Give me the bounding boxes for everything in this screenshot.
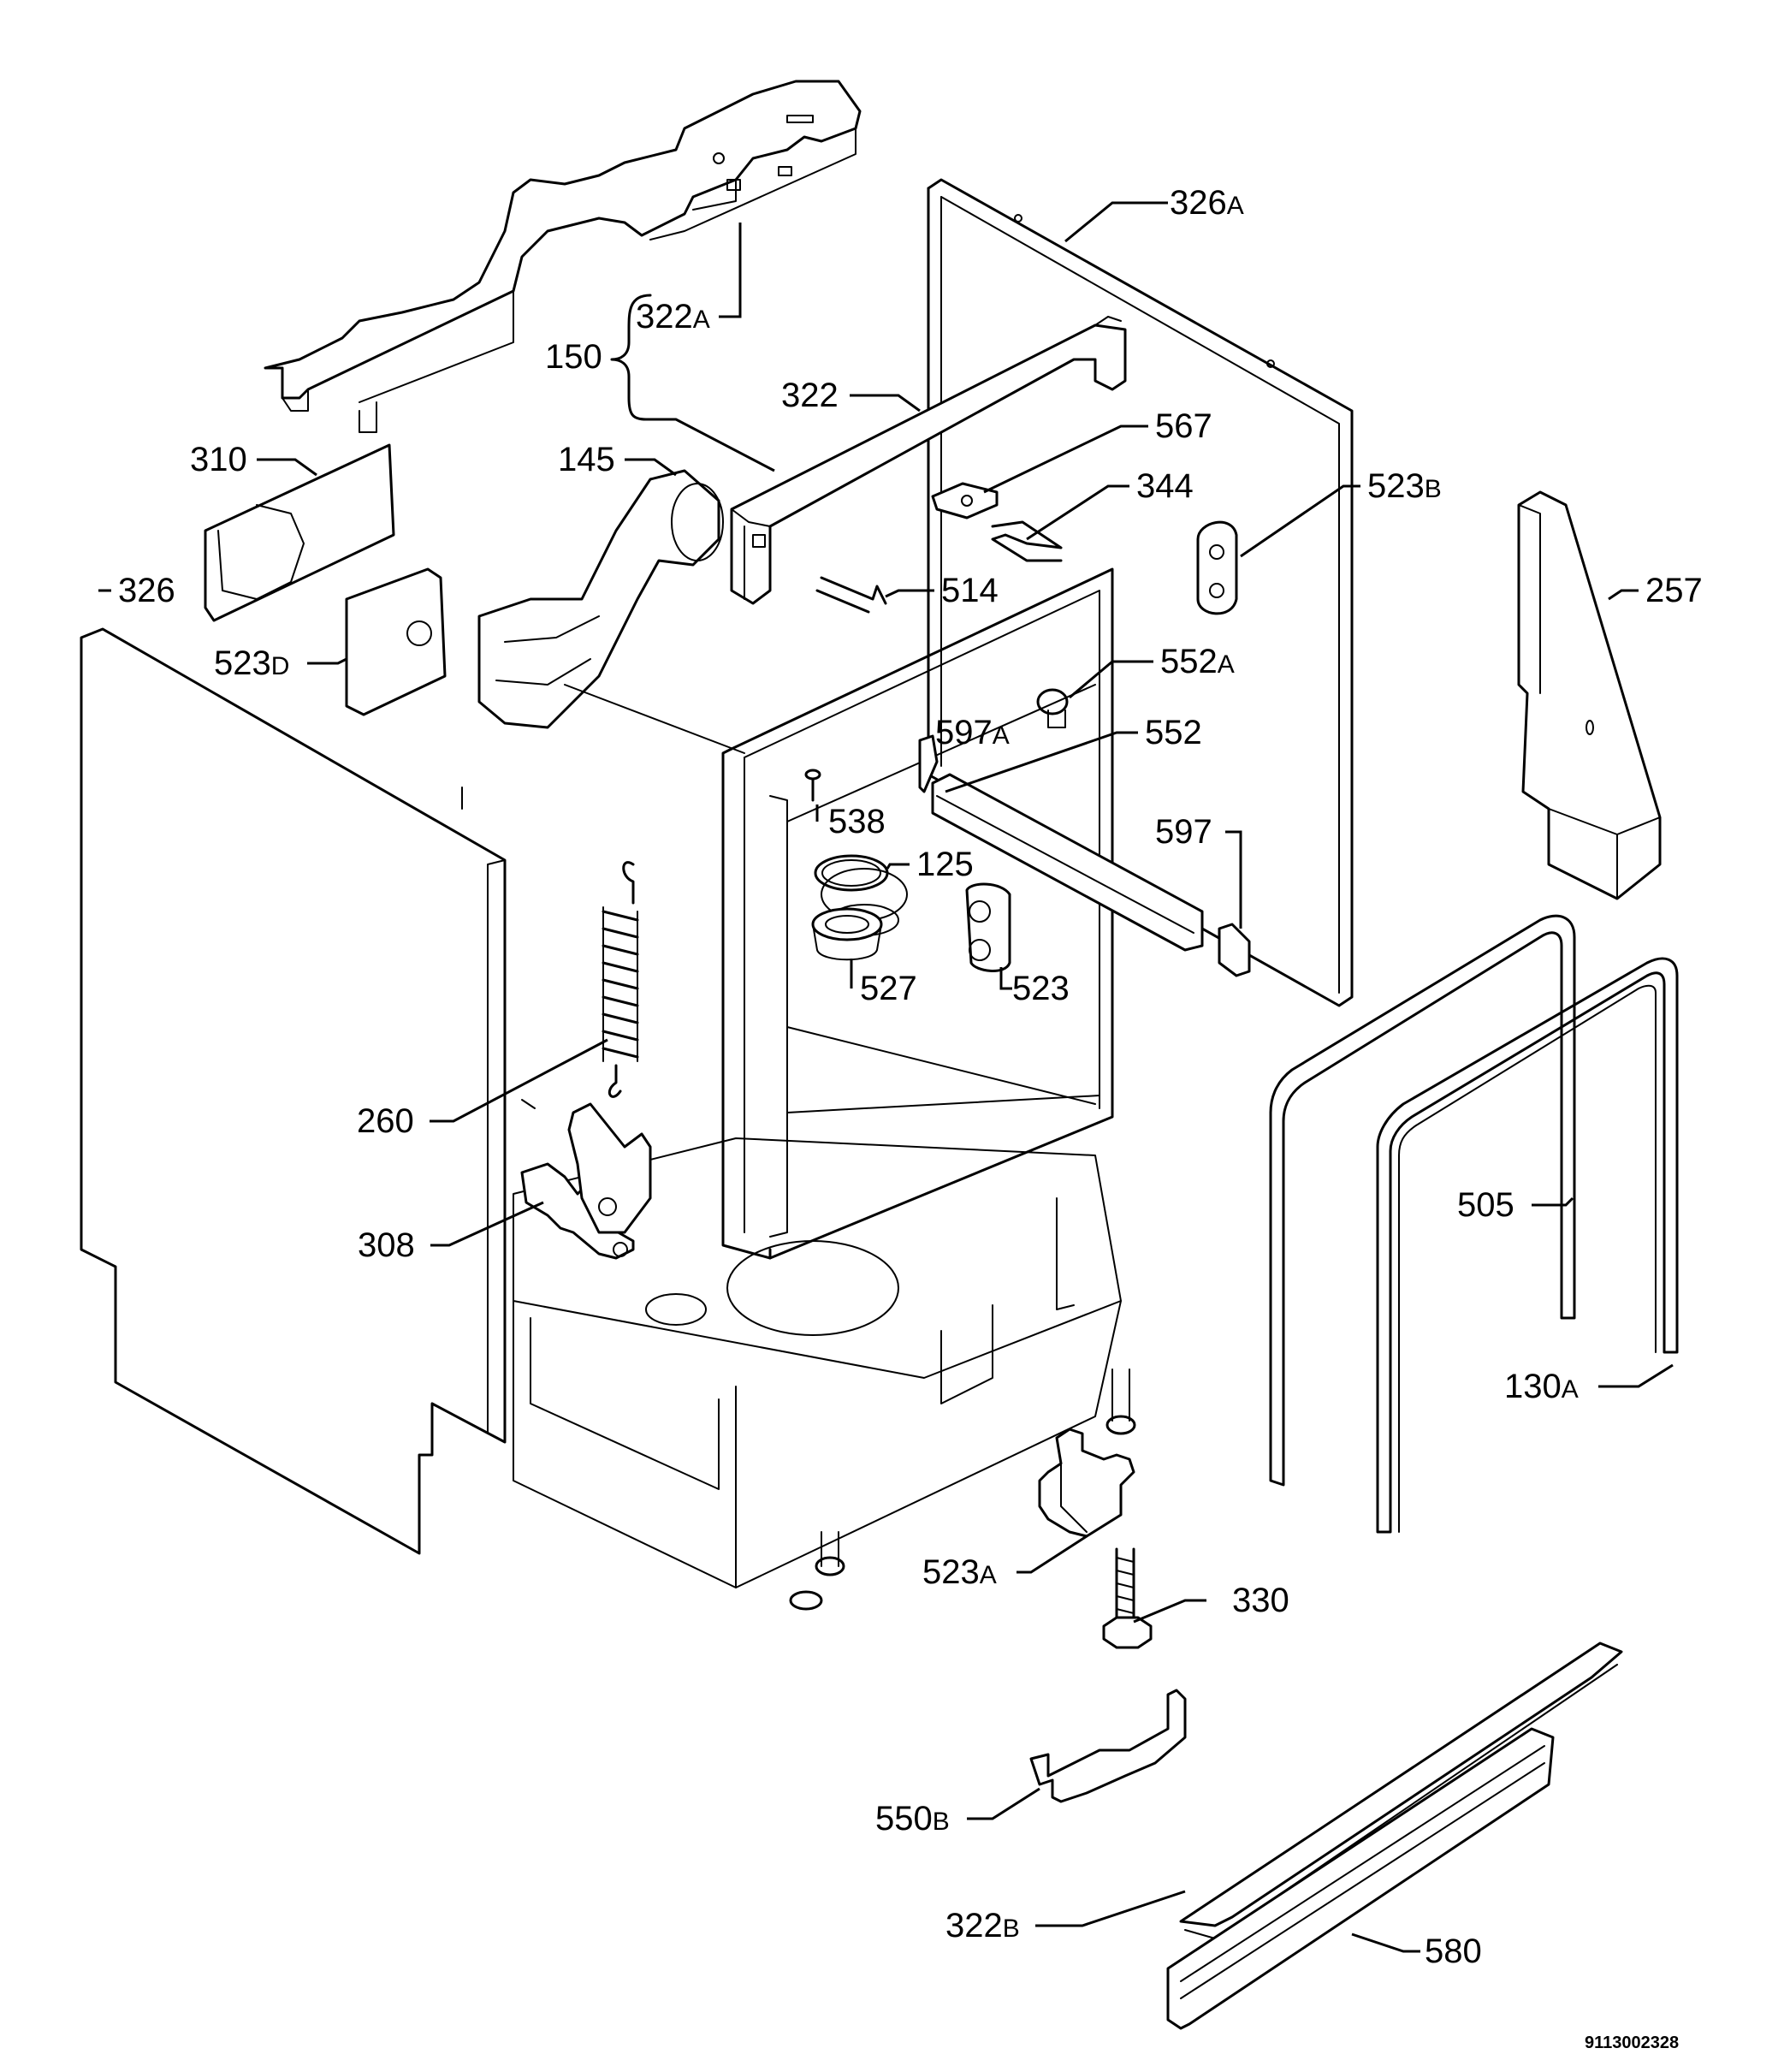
label-523B: 523B bbox=[1367, 467, 1442, 505]
label-552: 552 bbox=[1145, 714, 1202, 751]
label-322B: 322B bbox=[945, 1907, 1020, 1944]
part-505-seal bbox=[1269, 914, 1576, 1487]
label-552A: 552A bbox=[1160, 643, 1235, 680]
part-523A-bracket bbox=[1038, 1428, 1135, 1538]
part-326A-side-panel bbox=[927, 178, 1354, 1007]
label-326A: 326A bbox=[1170, 184, 1244, 222]
part-550B-bracket bbox=[1029, 1689, 1187, 1803]
part-527-nut bbox=[811, 907, 883, 961]
label-130A: 130A bbox=[1504, 1368, 1579, 1405]
label-326: 326 bbox=[118, 572, 175, 609]
label-310: 310 bbox=[190, 441, 247, 478]
part-523B-grommet bbox=[1196, 520, 1238, 615]
part-125-ring bbox=[814, 854, 889, 892]
label-322: 322 bbox=[781, 377, 839, 414]
brace-150 bbox=[610, 294, 652, 421]
part-257-side-bracket bbox=[1517, 490, 1662, 900]
part-145-hose bbox=[477, 469, 724, 729]
label-523D: 523D bbox=[214, 644, 289, 682]
label-514: 514 bbox=[941, 572, 999, 609]
part-308-hinge bbox=[520, 1102, 652, 1260]
label-330: 330 bbox=[1232, 1582, 1289, 1619]
label-125: 125 bbox=[916, 846, 974, 883]
part-538-screw bbox=[804, 769, 821, 802]
label-308: 308 bbox=[358, 1226, 415, 1264]
part-260-spring bbox=[602, 861, 639, 1098]
part-580-strip bbox=[1166, 1727, 1555, 2030]
label-597: 597 bbox=[1155, 813, 1212, 851]
part-322B-strip bbox=[1179, 1642, 1623, 1939]
part-523D-cover bbox=[345, 567, 447, 716]
label-145: 145 bbox=[558, 441, 615, 478]
leader-lines bbox=[98, 201, 1674, 1953]
label-344: 344 bbox=[1136, 467, 1194, 505]
part-523-grommets bbox=[965, 882, 1011, 972]
label-257: 257 bbox=[1645, 572, 1703, 609]
part-567-clip bbox=[931, 482, 999, 519]
label-260: 260 bbox=[357, 1102, 414, 1140]
part-322A-top-rail bbox=[264, 80, 862, 433]
label-523A: 523A bbox=[922, 1553, 997, 1591]
part-326-side-panel bbox=[80, 627, 507, 1555]
label-567: 567 bbox=[1155, 407, 1212, 445]
part-feet bbox=[789, 1368, 1136, 1611]
part-597-clip bbox=[1218, 923, 1251, 977]
part-310-cover bbox=[204, 443, 395, 622]
part-tub-assembly bbox=[461, 567, 1122, 1588]
label-538: 538 bbox=[828, 803, 886, 840]
label-150: 150 bbox=[545, 338, 602, 376]
part-130A-seal bbox=[1376, 957, 1679, 1534]
part-552-rail bbox=[931, 773, 1204, 952]
label-580: 580 bbox=[1425, 1932, 1482, 1970]
part-322-top-frame bbox=[730, 316, 1127, 605]
label-505: 505 bbox=[1457, 1186, 1514, 1224]
label-322A: 322A bbox=[636, 298, 710, 335]
label-523: 523 bbox=[1012, 970, 1070, 1007]
part-514-pin bbox=[815, 576, 887, 614]
drawing-code: 9113002328 bbox=[1585, 2033, 1679, 2052]
part-344-spring-clip bbox=[991, 520, 1063, 562]
label-527: 527 bbox=[860, 970, 917, 1007]
part-330-foot-screw bbox=[1102, 1547, 1153, 1649]
part-597A-clip bbox=[918, 734, 939, 793]
label-597A: 597A bbox=[935, 714, 1010, 751]
label-550B: 550B bbox=[875, 1800, 950, 1837]
